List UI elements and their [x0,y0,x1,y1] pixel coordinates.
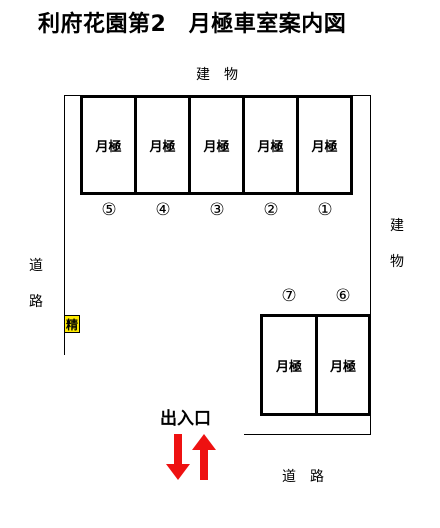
spot-number-1: ① [317,200,333,220]
parking-spot-3: 月極 [188,95,245,195]
bottom-boundary-line [244,434,371,435]
building-right-label: 建物 [390,218,404,270]
up-arrow-icon [192,434,216,480]
spot-number-5: ⑤ [101,200,117,220]
parking-spot-6: 月極 [315,314,371,416]
page-title: 利府花園第2 月極車室案内図 [38,12,347,37]
building-top-label: 建 物 [196,67,238,83]
spot-number-2: ② [263,200,279,220]
left-boundary-line [64,95,65,355]
road-bottom-label: 道 路 [282,469,324,485]
road-left-label: 道路 [29,258,43,310]
parking-spot-7: 月極 [260,314,318,416]
entrance-arrows [166,434,216,480]
spot-number-7: ⑦ [281,286,297,306]
parking-spot-5: 月極 [80,95,137,195]
parking-spot-1: 月極 [296,95,353,195]
payment-machine-marker: 精 [64,315,80,333]
entrance-label: 出入口 [160,409,211,429]
spot-number-4: ④ [155,200,171,220]
spot-number-6: ⑥ [335,286,351,306]
parking-spot-4: 月極 [134,95,191,195]
parking-spot-2: 月極 [242,95,299,195]
down-arrow-icon [166,434,190,480]
right-boundary-line [370,95,371,435]
spot-number-3: ③ [209,200,225,220]
